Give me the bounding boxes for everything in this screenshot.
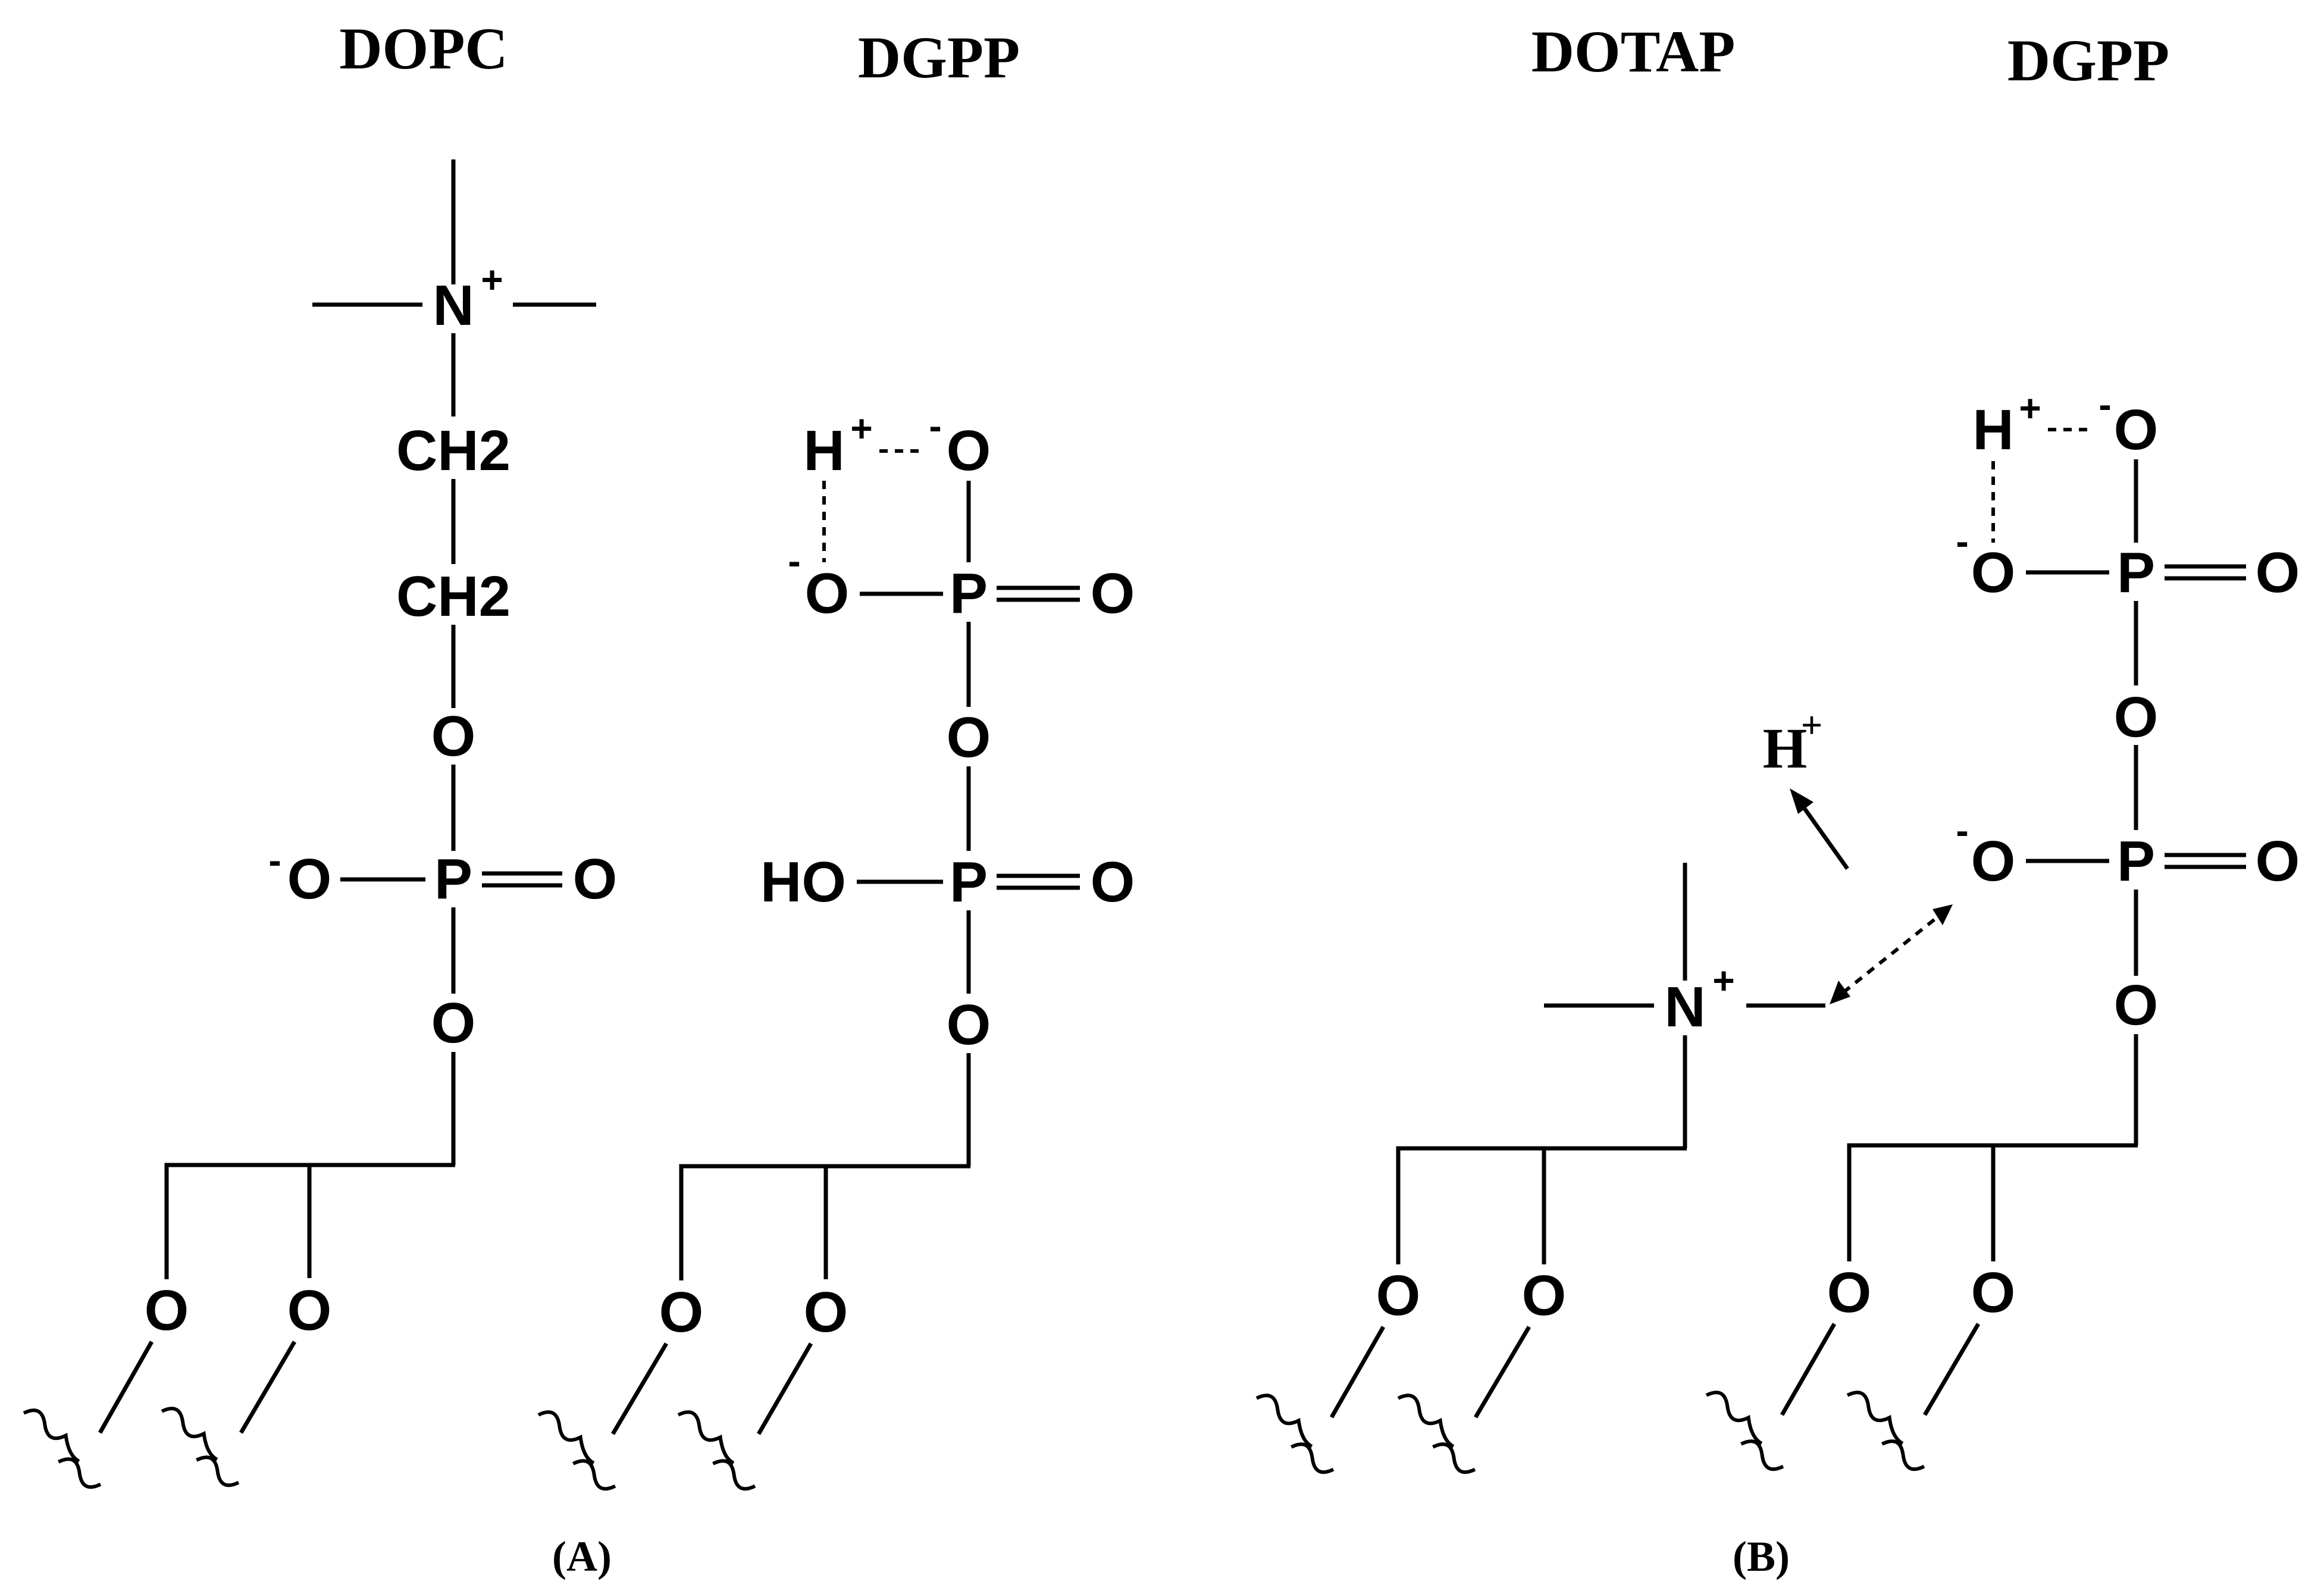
atom-oxygen: O <box>804 1280 848 1344</box>
bond <box>1329 1326 1386 1418</box>
bond <box>679 1164 970 1280</box>
molecule-dgpp-a: H + - O - O P O O HO P O O O O <box>537 405 1135 1491</box>
group-ch2: CH2 <box>396 565 510 628</box>
atom-oxygen: O <box>431 704 476 768</box>
atom-oxygen: O <box>145 1279 189 1342</box>
acyl-chain-squiggle <box>1846 1391 1925 1471</box>
bond <box>1396 1146 1687 1264</box>
molecule-dopc: N + CH2 CH2 O P - O O O O O <box>23 159 618 1489</box>
atom-oxygen: O <box>947 993 991 1057</box>
atom-nitrogen: N <box>1664 975 1705 1039</box>
atom-hydrogen: H <box>1972 398 2013 462</box>
group-ch2: CH2 <box>396 419 510 483</box>
atom-phosphorus: P <box>434 847 472 911</box>
charge-plus: + <box>481 258 503 301</box>
bond <box>756 1342 813 1435</box>
bond <box>98 1341 154 1434</box>
bond <box>610 1342 669 1435</box>
acyl-chain-squiggle <box>677 1410 756 1491</box>
atom-oxygen: O <box>1827 1261 1872 1324</box>
atom-oxygen: O <box>2256 541 2300 605</box>
molecule-dotap: H + N + O O <box>1255 704 1953 1474</box>
atom-oxygen: O <box>947 706 991 769</box>
charge-minus: - <box>2099 383 2111 426</box>
atom-oxygen: O <box>1091 562 1135 625</box>
charge-minus: - <box>1956 520 1968 563</box>
atom-oxygen: O <box>1971 541 2016 605</box>
title-dgpp-a: DGPP <box>858 24 1020 90</box>
bond <box>164 1163 455 1279</box>
charge-plus: + <box>2019 387 2041 430</box>
atom-oxygen: O <box>1522 1264 1567 1327</box>
atom-oxygen: O <box>659 1280 704 1344</box>
acyl-chain-squiggle <box>23 1408 102 1489</box>
acyl-chain-squiggle <box>1397 1393 1476 1474</box>
atom-phosphorus: P <box>2117 541 2155 605</box>
title-dotap: DOTAP <box>1531 18 1736 84</box>
charge-plus: + <box>1712 959 1734 1002</box>
atom-nitrogen: N <box>433 274 474 337</box>
atom-oxygen: O <box>1971 829 2016 893</box>
atom-phosphorus: P <box>2117 829 2155 893</box>
atom-oxygen: O <box>1376 1264 1421 1327</box>
charge-minus: - <box>1956 809 1968 852</box>
atom-oxygen: O <box>2114 685 2159 749</box>
arrowhead <box>1790 788 1814 814</box>
atom-oxygen: O <box>287 847 332 911</box>
charge-minus: - <box>788 540 800 583</box>
acyl-chain-squiggle <box>161 1407 240 1487</box>
charge-plus: + <box>1801 704 1822 746</box>
atom-oxygen: O <box>2114 973 2159 1037</box>
bond <box>1922 1323 1981 1416</box>
bond <box>1780 1323 1837 1416</box>
bond <box>239 1341 297 1434</box>
acyl-chain-squiggle <box>1705 1391 1784 1471</box>
proton-release-arrow <box>1800 803 1849 870</box>
acyl-chain-squiggle <box>537 1410 616 1491</box>
molecule-dgpp-b: H + - O - O P O O - O P O O O O <box>1705 383 2300 1471</box>
atom-oxygen: O <box>573 847 618 911</box>
arrowhead <box>1933 904 1953 925</box>
atom-oxygen: O <box>287 1279 332 1342</box>
bond <box>1847 1143 2138 1261</box>
title-dgpp-b: DGPP <box>2007 27 2169 93</box>
atom-oxygen: O <box>2256 829 2300 893</box>
atom-oxygen: O <box>805 562 850 625</box>
acyl-chain-squiggle <box>1255 1393 1335 1474</box>
title-dopc: DOPC <box>339 15 508 82</box>
panel-label-a: (A) <box>552 1533 612 1580</box>
atom-oxygen: O <box>947 419 991 483</box>
panel-label-b: (B) <box>1733 1533 1790 1580</box>
atom-oxygen: O <box>1091 850 1135 914</box>
charge-minus: - <box>268 839 281 882</box>
atom-oxygen: O <box>431 991 476 1055</box>
charge-minus: - <box>929 405 941 447</box>
bond <box>1473 1326 1531 1418</box>
atom-hydrogen: H <box>803 419 844 483</box>
atom-oxygen: O <box>2114 398 2159 462</box>
group-hydroxyl: HO <box>760 850 846 914</box>
arrowhead <box>1830 981 1850 1004</box>
electrostatic-interaction <box>1842 915 1940 994</box>
atom-phosphorus: P <box>950 850 988 914</box>
free-proton: H <box>1763 716 1808 780</box>
atom-oxygen: O <box>1971 1261 2016 1324</box>
charge-plus: + <box>850 407 872 450</box>
atom-phosphorus: P <box>950 562 988 625</box>
